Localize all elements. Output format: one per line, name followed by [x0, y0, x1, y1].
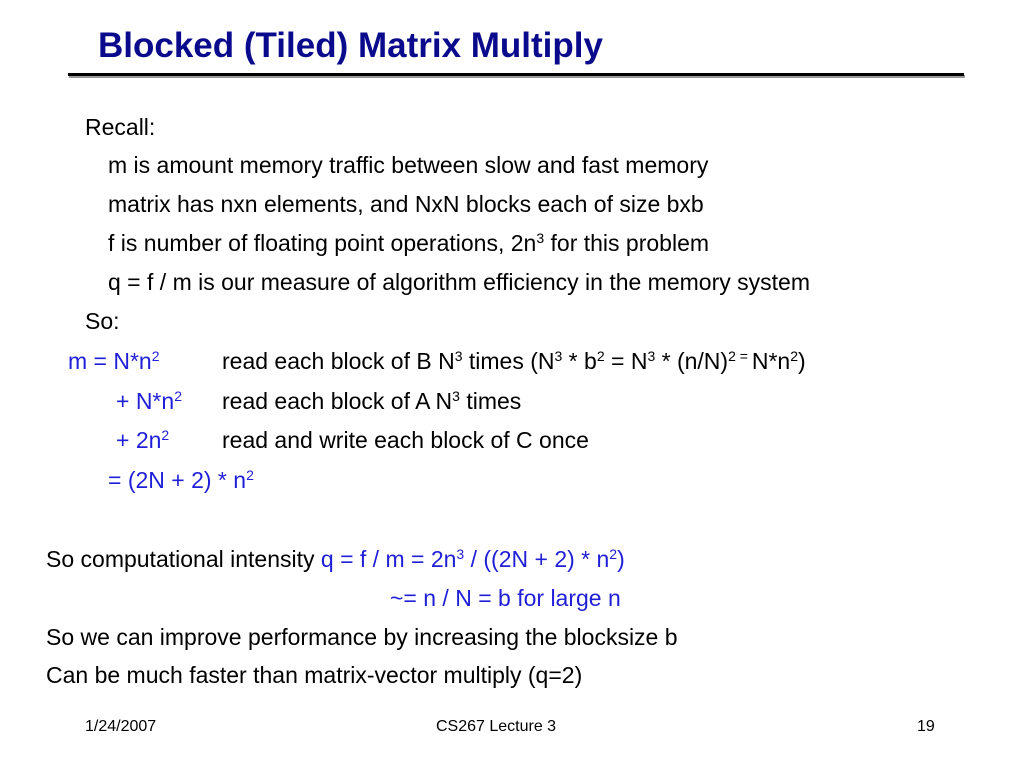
- exponent: 3: [452, 388, 460, 404]
- eq-line2-lhs-text: + N*n: [116, 388, 175, 414]
- exponent: 2: [151, 348, 160, 364]
- eq-line4-text: = (2N + 2) * n: [108, 467, 247, 493]
- eq-line3-desc: read and write each block of C once: [222, 427, 589, 453]
- eq-line1-desc-a: read each block of B N: [222, 348, 455, 374]
- eq-line1-desc-h: ): [798, 348, 806, 374]
- exponent: 3: [456, 546, 465, 562]
- exponent: 3: [454, 348, 463, 364]
- eq-line2-lhs: + N*n2: [116, 388, 182, 414]
- faster-statement: Can be much faster than matrix-vector mu…: [46, 662, 583, 688]
- eq-line1-desc-g: N*n: [751, 348, 791, 374]
- intensity-line: So computational intensity q = f / m = 2…: [46, 546, 625, 572]
- exponent: 2: [161, 427, 170, 443]
- eq-line2-desc-a: read each block of A N: [222, 388, 453, 414]
- title-underline: [68, 73, 964, 76]
- eq-line3-lhs-text: + 2n: [116, 427, 162, 453]
- improve-statement: So we can improve performance by increas…: [46, 624, 678, 650]
- exponent: 3: [536, 230, 545, 246]
- exponent: 3: [647, 348, 656, 364]
- exponent: 3: [554, 348, 563, 364]
- recall-item-memory-traffic: m is amount memory traffic between slow …: [108, 152, 709, 178]
- eq-line1-desc: read each block of B N3 times (N3 * b2 =…: [222, 348, 806, 374]
- exponent: 2: [609, 546, 618, 562]
- recall-heading: Recall:: [85, 114, 156, 140]
- footer-page-number: 19: [917, 718, 935, 735]
- eq-line1-desc-b: times (N: [462, 348, 555, 374]
- intensity-formula-a: q = f / m = 2n: [320, 546, 457, 572]
- eq-line2-desc: read each block of A N3 times: [222, 388, 522, 414]
- eq-line2-desc-b: times: [459, 388, 522, 414]
- footer-course: CS267 Lecture 3: [436, 718, 557, 735]
- intensity-prefix: So computational intensity: [46, 546, 321, 572]
- approximation-line: ~= n / N = b for large n: [390, 585, 621, 611]
- eq-line1-lhs-text: m = N*n: [68, 348, 152, 374]
- recall-item-flops: f is number of floating point operations…: [108, 230, 710, 256]
- exponent: 2: [596, 348, 605, 364]
- exponent: 2 =: [728, 348, 752, 364]
- footer-date: 1/24/2007: [85, 718, 157, 735]
- recall-item-flops-tail: for this problem: [544, 230, 710, 256]
- intensity-formula-c: ): [617, 546, 625, 572]
- exponent-2: 2: [728, 348, 736, 364]
- exponent: 2: [246, 467, 254, 483]
- eq-line1-desc-e: * (n/N): [655, 348, 729, 374]
- recall-item-matrix-blocks: matrix has nxn elements, and NxN blocks …: [108, 191, 704, 217]
- recall-item-efficiency: q = f / m is our measure of algorithm ef…: [108, 269, 810, 295]
- eq-line1-lhs: m = N*n2: [68, 348, 160, 374]
- eq-line4-total: = (2N + 2) * n2: [108, 467, 254, 493]
- slide-title: Blocked (Tiled) Matrix Multiply: [98, 26, 603, 65]
- exponent-equals: =: [735, 348, 752, 364]
- exponent: 2: [174, 388, 182, 404]
- intensity-formula-b: / ((2N + 2) * n: [464, 546, 610, 572]
- recall-item-flops-text: f is number of floating point operations…: [108, 230, 537, 256]
- exponent: 2: [790, 348, 798, 364]
- eq-line1-desc-c: * b: [562, 348, 597, 374]
- so-heading: So:: [85, 308, 120, 334]
- eq-line1-desc-d: = N: [604, 348, 648, 374]
- eq-line3-lhs: + 2n2: [116, 427, 170, 453]
- intensity-formula: q = f / m = 2n3 / ((2N + 2) * n2): [321, 546, 625, 572]
